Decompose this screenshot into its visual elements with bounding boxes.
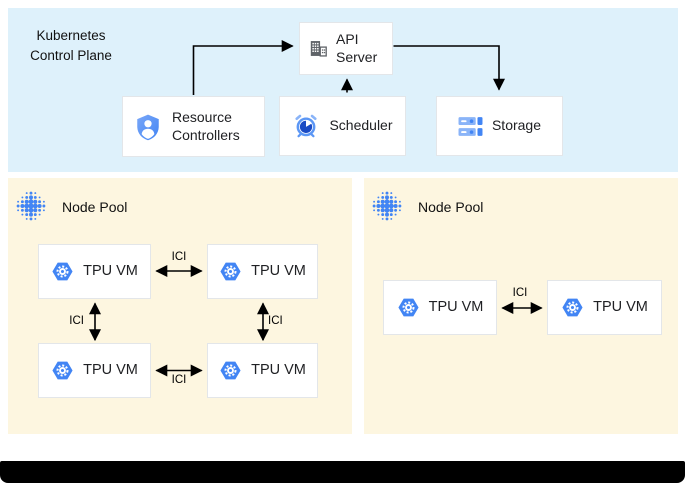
tpu-vm-node-1: TPU VM (38, 244, 151, 299)
tpu-vm-label: TPU VM (251, 263, 306, 280)
tpu-vm-node-6: TPU VM (547, 280, 662, 335)
tpu-vm-label: TPU VM (83, 362, 138, 379)
tpu-hexagon-icon (52, 262, 73, 281)
tpu-vm-label: TPU VM (593, 299, 648, 316)
scheduler-node: Scheduler (279, 96, 406, 156)
tpu-vm-label: TPU VM (251, 362, 306, 379)
node-pool-dots-icon (372, 191, 402, 221)
ici-label: ICI (171, 374, 187, 386)
storage-node: Storage (436, 96, 563, 156)
tpu-vm-node-4: TPU VM (207, 343, 318, 398)
tpu-hexagon-icon (220, 361, 241, 380)
ici-label: ICI (69, 315, 84, 327)
server-stack-icon (458, 116, 483, 136)
tpu-vm-node-5: TPU VM (383, 280, 497, 335)
control-plane-title: Kubernetes Control Plane (30, 28, 112, 63)
tpu-hexagon-icon (562, 298, 583, 317)
api-server-label: API Server (336, 31, 378, 65)
shield-user-icon (137, 114, 159, 140)
scheduler-label: Scheduler (329, 117, 393, 134)
ici-label: ICI (171, 251, 187, 263)
resource-controllers-label: Resource Controllers (172, 109, 240, 143)
node-pool-label-right: Node Pool (418, 199, 484, 215)
building-icon (310, 41, 327, 57)
ici-label: ICI (512, 287, 528, 299)
storage-label: Storage (491, 117, 542, 134)
tpu-vm-label: TPU VM (83, 263, 138, 280)
tpu-hexagon-icon (52, 361, 73, 380)
node-pool-label-left: Node Pool (62, 199, 128, 215)
footer-bar (0, 461, 685, 483)
tpu-hexagon-icon (398, 298, 419, 317)
tpu-vm-node-2: TPU VM (207, 244, 318, 299)
tpu-vm-label: TPU VM (428, 299, 484, 316)
ici-label: ICI (268, 315, 283, 327)
tpu-vm-node-3: TPU VM (38, 343, 151, 398)
resource-controllers-node: Resource Controllers (122, 96, 265, 157)
alarm-clock-icon (295, 114, 318, 138)
tpu-hexagon-icon (220, 262, 241, 281)
api-server-node: API Server (299, 22, 393, 75)
node-pool-dots-icon (16, 191, 46, 221)
